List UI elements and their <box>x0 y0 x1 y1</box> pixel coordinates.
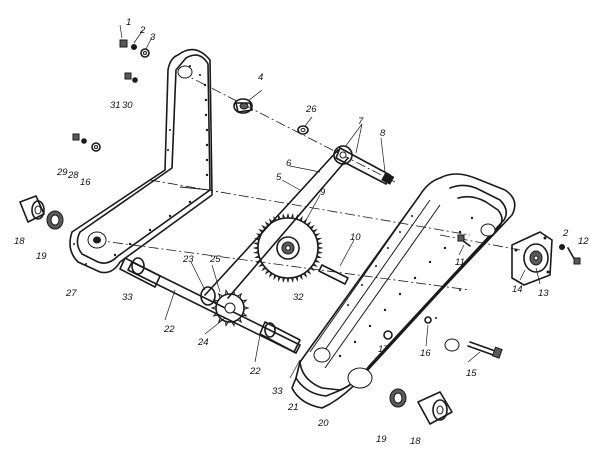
left-chain-housing <box>69 48 213 274</box>
callout-13: 13 <box>538 288 549 299</box>
clip-17 <box>383 330 393 340</box>
callout-11: 11 <box>455 257 465 268</box>
pin-10 <box>318 264 349 285</box>
callout-26: 26 <box>305 104 317 115</box>
small-sprocket <box>210 288 250 328</box>
large-sprocket <box>252 212 324 284</box>
callout-18-left: 18 <box>14 236 25 247</box>
callout-22-left: 22 <box>163 324 175 335</box>
upper-sprocket-shaft <box>333 145 395 185</box>
callout-32: 32 <box>293 292 304 303</box>
callout-6: 6 <box>286 158 292 169</box>
callout-4: 4 <box>258 72 263 83</box>
callout-19-bottom: 19 <box>376 434 387 445</box>
right-chain-housing <box>291 173 516 409</box>
bearing-4 <box>233 98 253 114</box>
bearing-18-bottom <box>417 391 453 425</box>
bearing-19-bottom <box>389 388 407 408</box>
callout-29: 29 <box>56 167 68 178</box>
callout-20: 20 <box>317 418 329 429</box>
callout-18-bottom: 18 <box>410 436 421 447</box>
bolt-11 <box>457 234 471 247</box>
callout-1: 1 <box>126 17 131 28</box>
callout-23: 23 <box>182 254 194 265</box>
callout-2: 2 <box>139 25 146 36</box>
callout-16: 16 <box>80 177 91 188</box>
callout-33-right: 33 <box>272 386 283 397</box>
callout-12: 12 <box>578 236 589 247</box>
bolt-12 <box>567 247 581 265</box>
bearing-19-left <box>46 210 64 230</box>
callout-10: 10 <box>350 232 361 243</box>
callout-5: 5 <box>276 172 282 183</box>
callout-31: 31 <box>110 100 121 111</box>
callout-labels: 1 2 3 4 26 7 8 31 30 29 28 16 6 5 9 18 1… <box>14 17 589 447</box>
callout-7: 7 <box>358 116 364 127</box>
callout-33-left: 33 <box>122 292 133 303</box>
washer-26 <box>297 125 309 135</box>
callout-15: 15 <box>466 368 477 379</box>
callout-24: 24 <box>197 337 209 348</box>
lower-shaft <box>119 257 301 354</box>
callout-19-left: 19 <box>36 251 47 262</box>
nut-2-right <box>559 244 565 250</box>
bolt-15 <box>467 341 503 359</box>
callout-2-right: 2 <box>562 228 569 239</box>
fasteners-30-31 <box>124 72 138 83</box>
callout-22-right: 22 <box>249 366 261 377</box>
callout-leaders <box>119 24 541 379</box>
callout-30: 30 <box>122 100 133 111</box>
callout-3: 3 <box>150 32 156 43</box>
callout-27: 27 <box>65 288 77 299</box>
callout-8: 8 <box>380 128 386 139</box>
fasteners-top-left <box>119 39 150 58</box>
callout-28: 28 <box>67 170 79 181</box>
washer-16-right <box>424 316 432 324</box>
callout-9: 9 <box>320 187 326 198</box>
callout-16-right: 16 <box>420 348 431 359</box>
callout-25: 25 <box>209 254 221 265</box>
callout-14: 14 <box>512 284 523 295</box>
bearing-18-left <box>19 195 45 223</box>
bearing-hub-right <box>511 231 553 286</box>
callout-17: 17 <box>378 344 389 355</box>
callout-21: 21 <box>287 402 299 413</box>
fasteners-28-29-16 <box>72 133 101 152</box>
